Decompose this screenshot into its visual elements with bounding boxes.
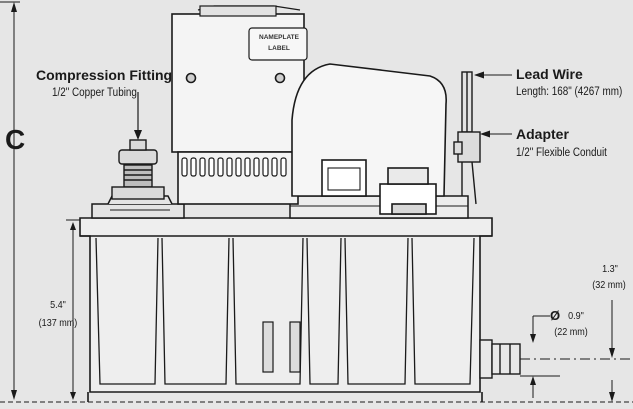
vent-slot (226, 157, 233, 177)
vent-slot (235, 157, 242, 177)
vent-slot (199, 157, 206, 177)
motor-vents (181, 157, 287, 177)
vent-slot (262, 157, 269, 177)
vent-slot (253, 157, 260, 177)
compression-fitting-title: Compression Fitting (36, 67, 173, 83)
outlet-offset-dimension (609, 300, 615, 402)
adapter-subtitle: 1/2" Flexible Conduit (516, 147, 607, 159)
nameplate-line-1: NAMEPLATE (259, 34, 299, 41)
vent-slot (244, 157, 251, 177)
outlet-diameter-dimension (520, 315, 560, 398)
lead-wire (453, 71, 512, 205)
vent-slot (280, 157, 287, 177)
float-switch-cover (291, 63, 447, 215)
nameplate-line-2: LABEL (268, 45, 290, 52)
compression-fitting-subtitle: 1/2" Copper Tubing (52, 87, 137, 99)
lead-wire-title: Lead Wire (516, 66, 583, 82)
vent-slot (208, 157, 215, 177)
tank-height-mm: (137 mm) (38, 317, 78, 329)
vent-slot (271, 157, 278, 177)
vent-slot (181, 157, 188, 177)
diameter-symbol: Ø (550, 308, 561, 323)
adapter-title: Adapter (516, 126, 569, 142)
outlet-spigot (479, 339, 633, 379)
tank-height-dimension (66, 219, 80, 400)
vent-slot (190, 157, 197, 177)
compression-fitting (111, 92, 165, 200)
lead-wire-subtitle: Length: 168" (4267 mm) (516, 86, 623, 98)
reservoir-tank (79, 217, 493, 402)
nameplate-label: NAMEPLATE LABEL (252, 32, 306, 58)
outlet-offset-inch: 1.3" (602, 263, 618, 275)
outlet-diameter-inch: 0.9" (568, 310, 584, 322)
outlet-diameter-mm: (22 mm) (554, 326, 588, 338)
outlet-offset-mm: (32 mm) (592, 279, 626, 291)
tank-height-inch: 5.4" (50, 299, 66, 311)
vent-slot (217, 157, 224, 177)
overall-height-label: C (5, 124, 26, 155)
